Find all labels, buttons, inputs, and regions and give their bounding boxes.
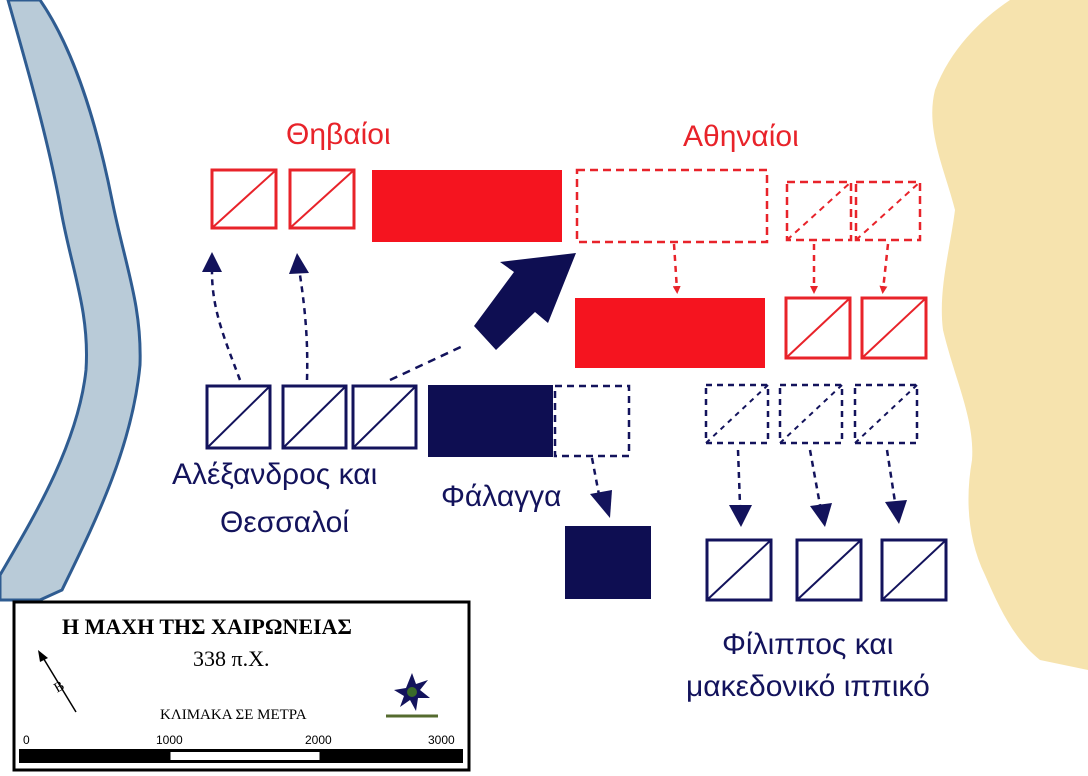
river bbox=[0, 0, 142, 602]
philip-label-line2: μακεδονικό ιππικό bbox=[686, 670, 930, 703]
athenian-initial-cavalry-2 bbox=[854, 180, 922, 242]
thebans-label: Θηβαίοι bbox=[286, 118, 391, 151]
macedonian-withdrawal-arrows bbox=[590, 449, 907, 527]
main-assault-arrow bbox=[474, 253, 576, 350]
legend-date: 338 π.Χ. bbox=[193, 646, 270, 671]
phalanx-initial-position bbox=[553, 384, 631, 458]
athenian-initial-cavalry-1 bbox=[785, 180, 853, 242]
hills bbox=[932, 0, 1088, 670]
philip-cavalry-1 bbox=[705, 538, 773, 602]
scale-tick-0: 0 bbox=[23, 733, 30, 747]
macedonian-initial-cavalry-1 bbox=[704, 383, 770, 445]
star-emblem-icon bbox=[386, 673, 438, 718]
philip-cavalry-3 bbox=[880, 538, 948, 602]
scale-label: ΚΛΙΜΑΚΑ ΣΕ ΜΕΤΡΑ bbox=[160, 707, 307, 723]
phalanx-block bbox=[428, 385, 553, 457]
theban-infantry bbox=[372, 170, 562, 242]
philip-cavalry-2 bbox=[795, 538, 863, 602]
scale-tick-3000: 3000 bbox=[428, 733, 455, 747]
alexander-cavalry-2 bbox=[281, 384, 348, 450]
macedonian-initial-cavalry-2 bbox=[778, 383, 844, 445]
north-arrow-icon bbox=[38, 650, 77, 713]
scale-tick-1000: 1000 bbox=[156, 733, 183, 747]
alexander-label-line1: Αλέξανδρος και bbox=[172, 458, 378, 491]
athenian-initial-infantry bbox=[575, 168, 769, 244]
athenian-infantry bbox=[575, 298, 765, 368]
theban-cavalry-1 bbox=[210, 168, 278, 230]
athenians-label: Αθηναίοι bbox=[683, 120, 799, 153]
athenian-cavalry-2 bbox=[860, 296, 928, 360]
legend-title: Η ΜΑΧΗ ΤΗΣ ΧΑΙΡΩΝΕΙΑΣ bbox=[62, 614, 352, 639]
alexander-charge-arrows bbox=[202, 252, 466, 382]
alexander-cavalry-3 bbox=[351, 384, 418, 450]
map-legend bbox=[12, 600, 471, 772]
alexander-cavalry-1 bbox=[205, 384, 272, 450]
philip-label-line1: Φίλιππος και bbox=[722, 628, 894, 661]
macedonian-initial-cavalry-3 bbox=[853, 383, 919, 445]
athenian-advance-arrows bbox=[672, 243, 890, 294]
athenian-cavalry-1 bbox=[784, 296, 852, 360]
phalanx-label: Φάλαγγα bbox=[441, 480, 562, 513]
alexander-label-line2: Θεσσαλοί bbox=[220, 506, 349, 539]
theban-cavalry-2 bbox=[288, 168, 356, 230]
scale-tick-2000: 2000 bbox=[305, 733, 332, 747]
scale-bar bbox=[19, 749, 463, 763]
phalanx-final-block bbox=[565, 526, 651, 599]
